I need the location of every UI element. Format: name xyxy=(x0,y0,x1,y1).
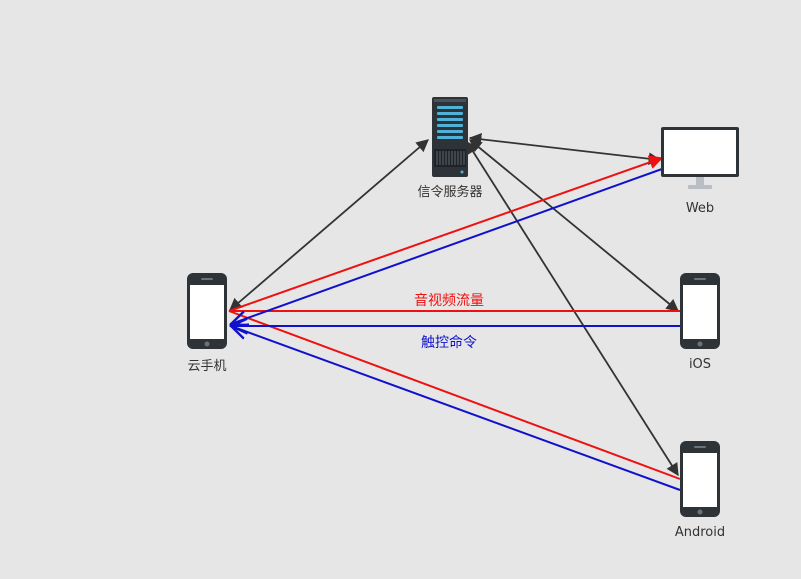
web-node: Web xyxy=(661,127,739,216)
phone-icon xyxy=(680,441,720,517)
media-edge-label: 音视频流量 xyxy=(414,292,484,309)
server-icon xyxy=(432,97,468,177)
phone-icon xyxy=(680,273,720,349)
cloud-phone-label: 云手机 xyxy=(187,359,226,374)
signaling-edge-server-ios xyxy=(469,139,679,312)
media-edge-cloud-phone-android xyxy=(228,310,681,480)
android-node: Android xyxy=(675,441,725,540)
signaling-edge-server-web xyxy=(468,133,662,165)
monitor-icon xyxy=(661,127,739,189)
web-label: Web xyxy=(686,201,714,216)
cloud-phone-node: 云手机 xyxy=(187,273,227,374)
signaling-edge-server-android xyxy=(466,140,679,477)
touch-edge-web-cloud-phone xyxy=(231,168,663,324)
ios-label: iOS xyxy=(689,357,711,372)
phone-icon xyxy=(187,273,227,349)
android-label: Android xyxy=(675,525,725,540)
touch-edge-android-cloud-phone xyxy=(231,326,681,491)
edges-layer xyxy=(228,133,681,491)
media-edge-cloud-phone-web xyxy=(228,155,664,312)
server-node: 信令服务器 xyxy=(417,97,483,200)
signaling-edge-server-cloud-phone xyxy=(229,139,429,311)
server-label: 信令服务器 xyxy=(417,184,482,200)
touch-edge-label: 触控命令 xyxy=(421,334,477,351)
ios-node: iOS xyxy=(680,273,720,372)
